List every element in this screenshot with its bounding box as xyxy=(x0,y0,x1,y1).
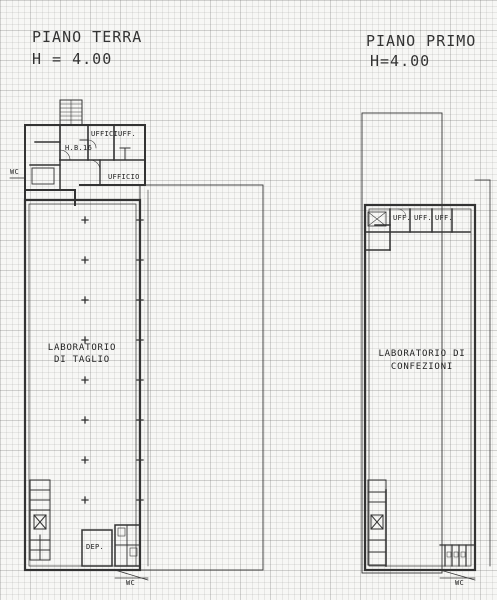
ground-wc-left-label: WC xyxy=(10,168,20,176)
first-floor-height: H=4.00 xyxy=(370,52,431,70)
first-floor-office-row xyxy=(364,208,471,251)
first-floor-title: PIANO PRIMO xyxy=(366,32,477,50)
ground-main-hall-label-1: LABORATORIO xyxy=(47,343,117,353)
ground-storage-label: DEP. xyxy=(86,543,105,551)
first-office-label-1: UFF. xyxy=(393,214,412,222)
first-floor-outer-wall xyxy=(361,112,443,574)
ground-floor-office-block xyxy=(24,124,146,206)
first-floor-bottom-stair xyxy=(367,479,387,566)
first-floor-plan xyxy=(361,112,491,581)
ground-floor-height: H = 4.00 xyxy=(32,50,113,68)
first-main-hall-label-1: LABORATORIO DI xyxy=(378,349,466,359)
ground-floor-adjacent-outline xyxy=(139,184,264,571)
first-floor-bottom-wc xyxy=(439,544,476,567)
ground-office-label-3: UFFICIO xyxy=(108,173,140,181)
ground-floor-storage xyxy=(81,529,113,567)
ground-wc-bottom-label: WC xyxy=(126,579,136,587)
first-main-hall-label-2: CONFEZIONI xyxy=(390,362,454,372)
first-office-label-2: UFF. xyxy=(414,214,433,222)
first-floor-main-wall xyxy=(363,203,477,572)
ground-floor-plan xyxy=(9,99,264,581)
ground-floor-bottom-stair xyxy=(29,479,51,561)
ground-office-label-1: UFFICI xyxy=(91,130,119,138)
ground-floor-title: PIANO TERRA xyxy=(32,28,143,46)
first-wc-bottom-label: WC xyxy=(455,579,465,587)
ground-office-label-2: UFF. xyxy=(118,130,137,138)
first-office-label-3: UFF. xyxy=(435,214,454,222)
ground-wc-bath-label: H.B.16 xyxy=(65,144,93,152)
ground-main-hall-label-2: DI TAGLIO xyxy=(54,355,110,365)
ground-floor-bottom-wc xyxy=(114,524,141,567)
